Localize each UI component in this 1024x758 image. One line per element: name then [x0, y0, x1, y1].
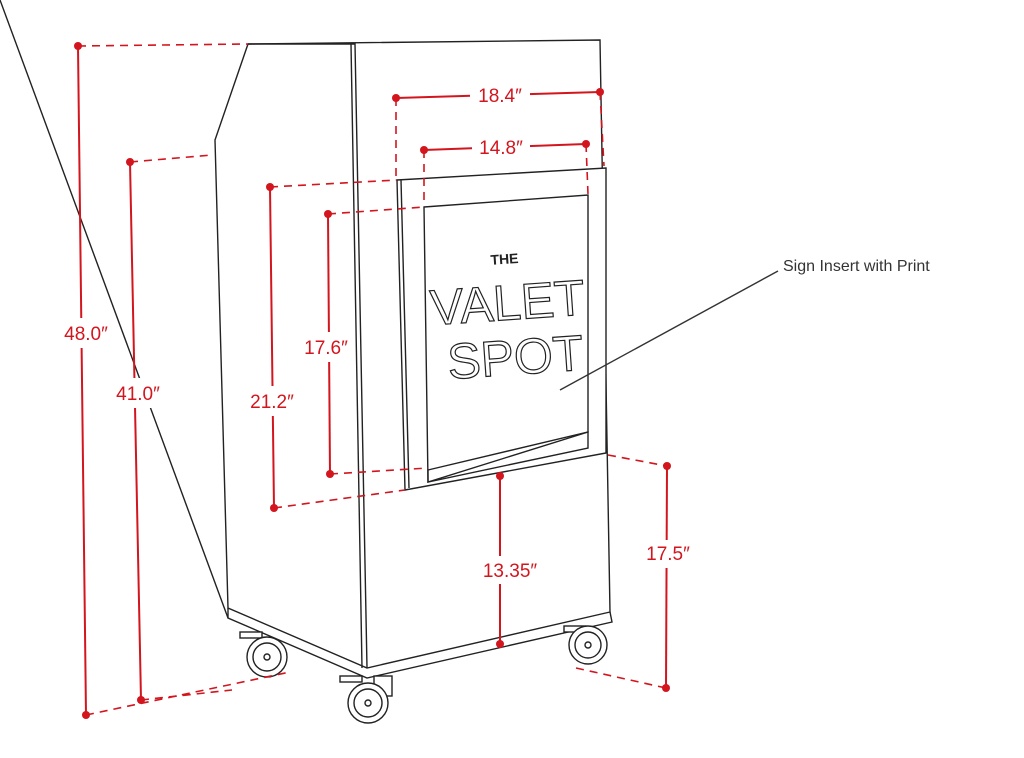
sign-frame	[396, 167, 607, 491]
svg-text:13.35″: 13.35″	[483, 561, 538, 582]
svg-text:21.2″: 21.2″	[250, 392, 294, 413]
dimension-sign-insert-width: 14.8″	[420, 134, 590, 206]
dimension-sign-frame-height: 21.2″	[244, 179, 406, 512]
valet-spot-logo: THE VALET SPOT	[428, 250, 587, 391]
dimension-total-height: 48.0″	[58, 42, 291, 719]
dimension-lower-panel-height: 17.5″	[575, 454, 700, 692]
svg-text:SPOT: SPOT	[445, 325, 585, 390]
svg-text:THE: THE	[490, 250, 519, 268]
svg-text:17.5″: 17.5″	[646, 544, 690, 565]
dimension-sign-insert-height: 17.6″	[298, 206, 429, 478]
svg-text:48.0″: 48.0″	[64, 324, 108, 345]
svg-text:41.0″: 41.0″	[116, 384, 160, 405]
sign-insert-callout: Sign Insert with Print	[559, 258, 930, 391]
caster-wheels	[239, 625, 608, 724]
svg-text:17.6″: 17.6″	[304, 338, 348, 359]
dimension-front-height: 41.0″	[110, 154, 233, 704]
dimension-sign-frame-width: 18.4″	[392, 80, 605, 178]
svg-text:VALET: VALET	[428, 269, 586, 336]
svg-text:18.4″: 18.4″	[478, 86, 522, 107]
svg-text:14.8″: 14.8″	[479, 138, 523, 159]
dimension-sign-to-floor: 13.35″	[472, 472, 546, 648]
svg-text:Sign Insert with Print: Sign Insert with Print	[783, 258, 930, 275]
